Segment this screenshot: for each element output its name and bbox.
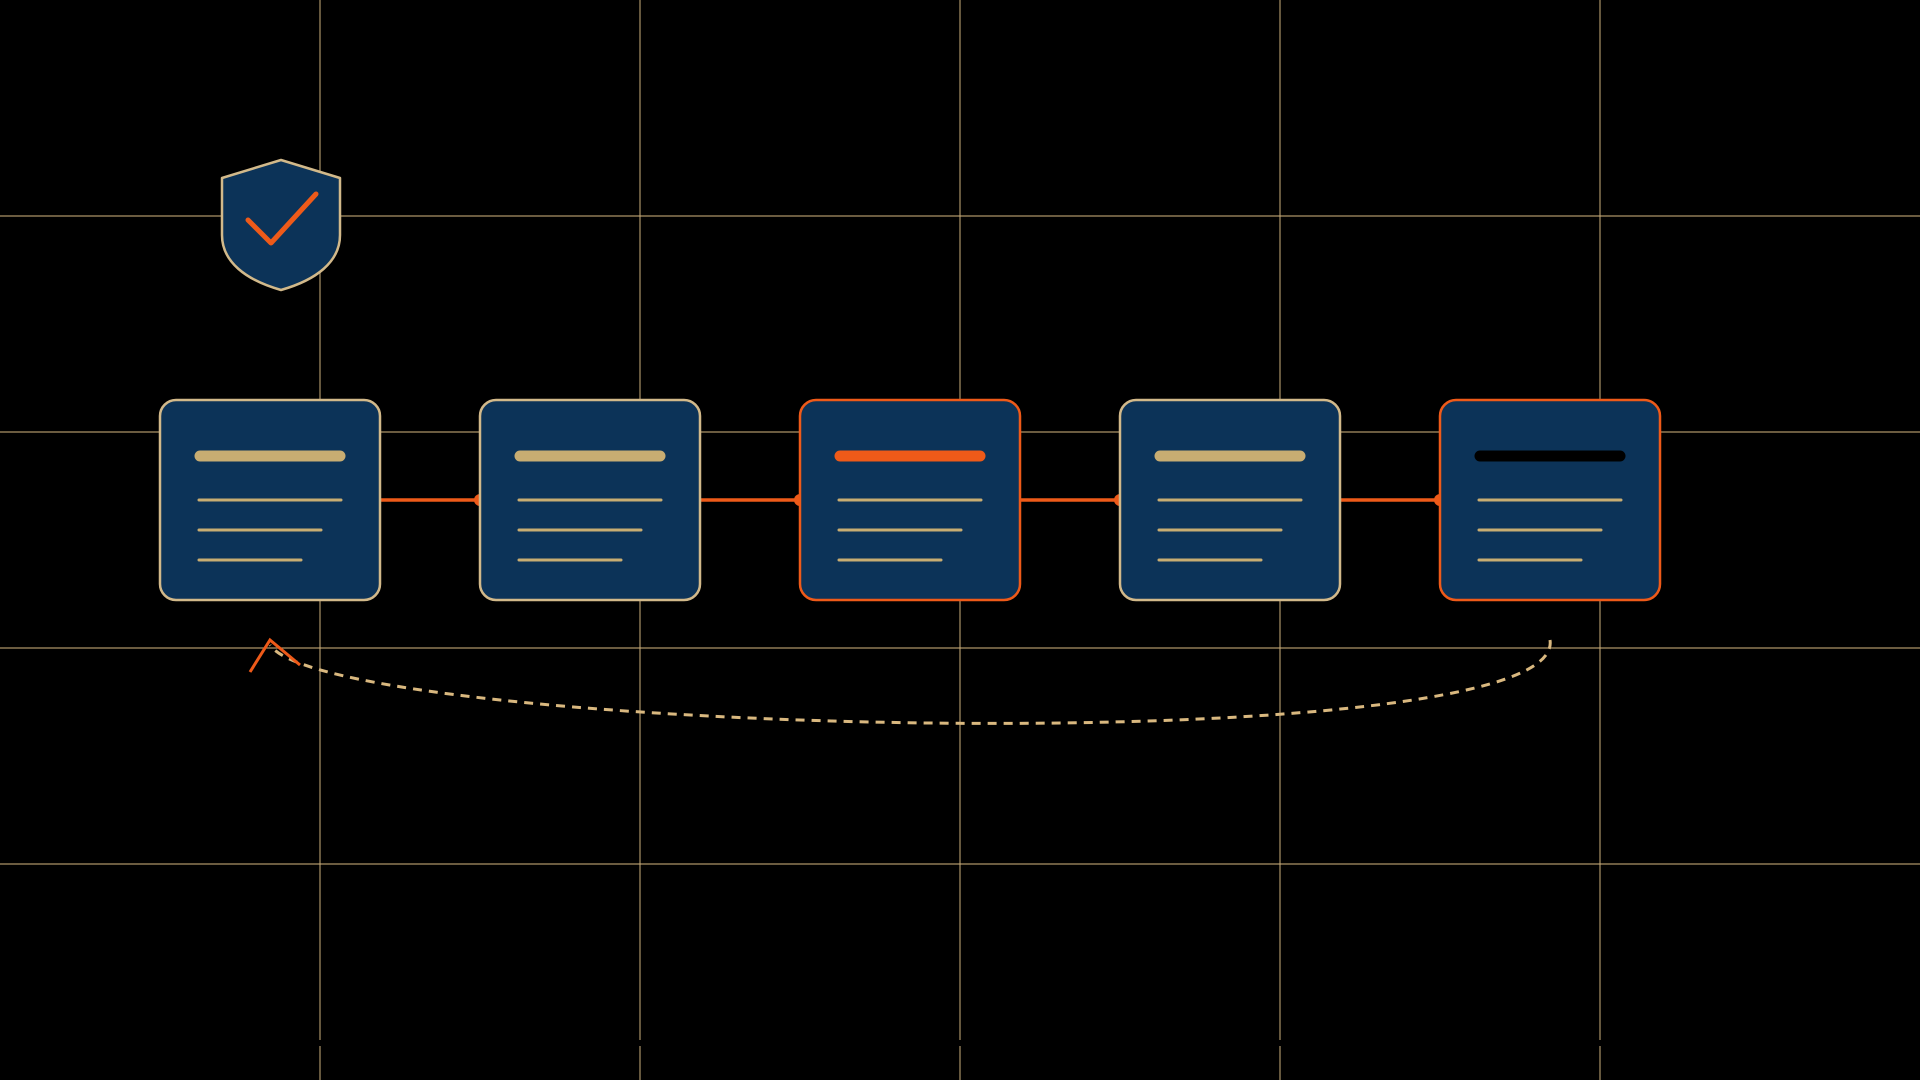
workflow-node-1 bbox=[158, 398, 382, 602]
shield-check-badge bbox=[220, 158, 342, 292]
connector-1 bbox=[380, 494, 486, 506]
loop-back-arrow bbox=[248, 637, 1552, 725]
connector-4 bbox=[1340, 494, 1446, 506]
workflow-node-4 bbox=[1118, 398, 1342, 602]
nodes bbox=[158, 398, 1662, 602]
connector-3 bbox=[1020, 494, 1126, 506]
connector-2 bbox=[700, 494, 806, 506]
loop-back-dashed-path bbox=[268, 639, 1552, 725]
checkmark-icon bbox=[245, 191, 319, 246]
loop-back-arrowhead bbox=[248, 637, 301, 673]
workflow-node-3 bbox=[798, 398, 1022, 602]
workflow-node-2 bbox=[478, 398, 702, 602]
shield-icon bbox=[220, 158, 342, 292]
workflow-node-5 bbox=[1438, 398, 1662, 602]
